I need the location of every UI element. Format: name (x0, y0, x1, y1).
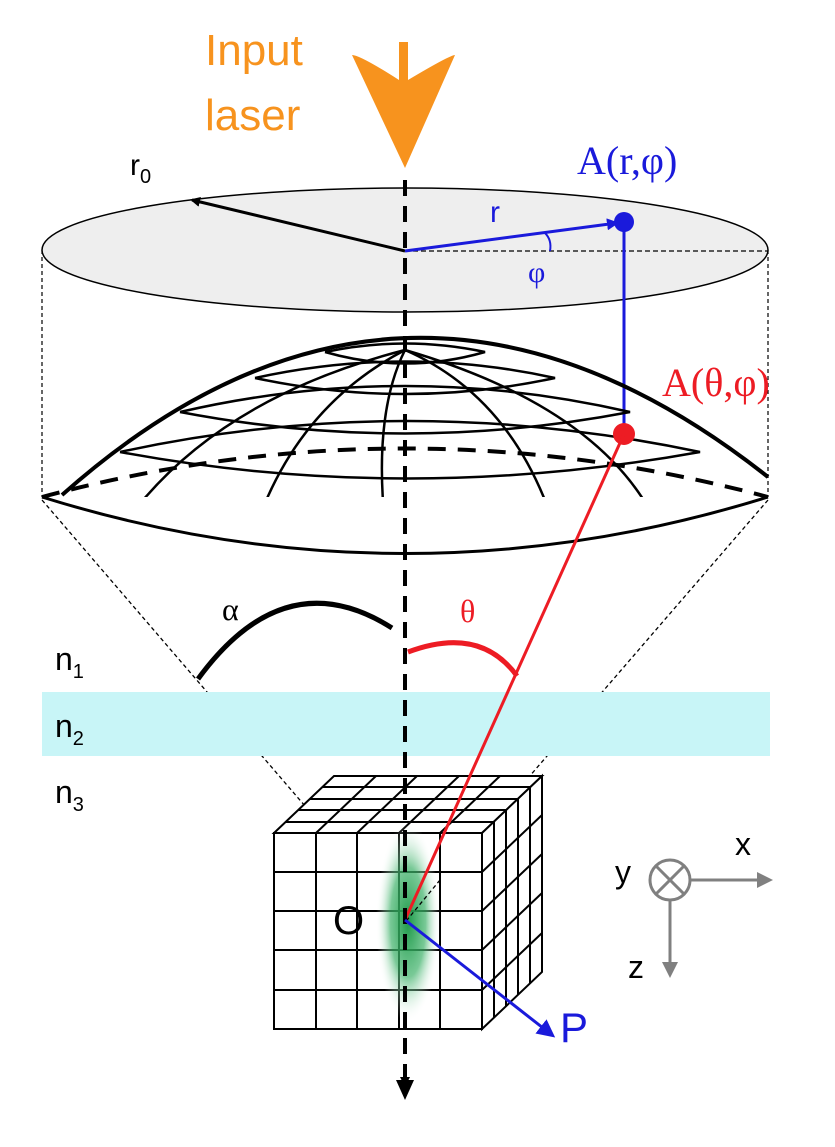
inner-cone-line (406, 879, 441, 921)
r0-label: r0 (130, 149, 151, 188)
phi-angle-arc (544, 232, 552, 252)
vector-P (404, 918, 556, 1038)
coordinate-axes: x y z (615, 826, 773, 985)
label-alpha: α (222, 591, 239, 627)
theta-angle-arc (407, 640, 520, 678)
sphere-outline (60, 336, 770, 497)
label-n1: n1 (55, 641, 84, 683)
label-A-theta-phi: A(θ,φ) (662, 360, 770, 405)
input-laser-label-line2: laser (205, 91, 300, 140)
r-arrow (404, 218, 619, 253)
input-laser-label-line1: Input (205, 26, 303, 75)
ray-theta-to-origin (403, 433, 626, 921)
label-n3: n3 (55, 774, 84, 816)
r-label: r (490, 196, 500, 229)
label-A-r-phi: A(r,φ) (577, 138, 677, 183)
label-y: y (615, 854, 631, 890)
y-axis-into-page-icon (648, 858, 692, 902)
label-x: x (735, 826, 751, 862)
r0-arrow (190, 197, 406, 253)
input-laser-arrow-icon (352, 42, 455, 168)
label-z: z (628, 949, 644, 985)
label-n2: n2 (55, 708, 84, 750)
alpha-angle-arc (195, 600, 394, 681)
phi-label-disk: φ (528, 256, 545, 289)
label-P: P (560, 1004, 588, 1051)
label-theta: θ (460, 593, 475, 629)
label-origin: O (333, 899, 364, 943)
focal-volume-cube (271, 773, 545, 1032)
optical-axis-arrowhead (396, 1080, 414, 1100)
